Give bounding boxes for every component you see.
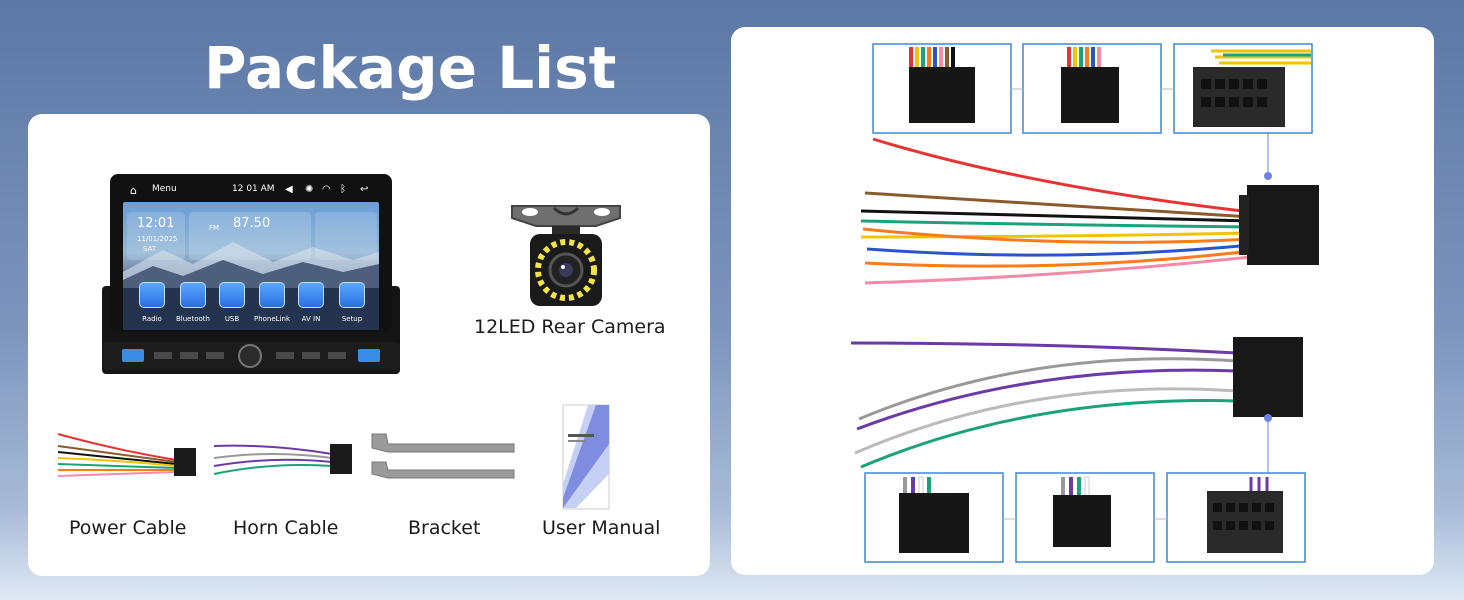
power-connector — [1247, 185, 1319, 265]
fm-band-label: FM — [209, 224, 220, 232]
panel-button — [328, 352, 346, 359]
harness-detail-panel — [731, 27, 1434, 575]
head-unit-screen: 12:01 11/01/2025 SAT FM 87.50 Radio Blue… — [123, 202, 379, 330]
radio-frequency: 87.50 — [233, 216, 271, 231]
usb-app-icon — [219, 282, 245, 308]
bracket-label: Bracket — [408, 517, 481, 539]
app-label-setup: Setup — [341, 315, 363, 323]
wiring-harness-illustration — [850, 43, 1319, 563]
volume-knob — [238, 344, 262, 368]
rear-camera-label: 12LED Rear Camera — [474, 316, 666, 338]
radio-app-icon — [139, 282, 165, 308]
brightness-icon: ✺ — [305, 184, 314, 195]
head-unit-button-strip — [102, 342, 400, 370]
user-manual-image — [562, 404, 610, 510]
wifi-icon: ◠ — [322, 184, 331, 195]
package-contents-panel: ⌂ Menu 12 01 AM ◀ ✺ ◠ ᛒ ↩ 12:01 11/01/20… — [28, 114, 710, 576]
user-manual-label: User Manual — [542, 517, 661, 539]
status-menu-label: Menu — [152, 184, 177, 194]
panel-button — [302, 352, 320, 359]
bracket-image — [371, 433, 515, 479]
power-cable-label: Power Cable — [69, 517, 187, 539]
panel-button — [180, 352, 198, 359]
panel-button — [276, 352, 294, 359]
speaker-connector — [1233, 337, 1303, 417]
car-stereo-head-unit: ⌂ Menu 12 01 AM ◀ ✺ ◠ ᛒ ↩ 12:01 11/01/20… — [102, 174, 412, 379]
screen-clock: 12:01 — [137, 216, 175, 231]
app-label-radio: Radio — [142, 315, 162, 323]
setup-app-icon — [339, 282, 365, 308]
bluetooth-app-icon — [180, 282, 206, 308]
phonelink-app-icon — [259, 282, 285, 308]
screen-date: 11/01/2025 — [137, 235, 178, 243]
usb-port-icon — [122, 349, 144, 362]
power-harness-wires — [860, 137, 1252, 285]
rear-camera-image — [511, 205, 621, 306]
app-label-bluetooth: Bluetooth — [176, 315, 210, 323]
connector-thumbnails-bottom — [864, 472, 1306, 563]
app-label-usb: USB — [224, 315, 240, 323]
panel-button — [206, 352, 224, 359]
app-label-phonelink: PhoneLink — [253, 315, 291, 323]
screen-day: SAT — [143, 245, 157, 253]
volume-icon: ◀ — [285, 184, 293, 195]
back-icon: ↩ — [360, 184, 369, 195]
app-label-av-in: AV IN — [301, 315, 321, 323]
panel-button — [154, 352, 172, 359]
power-cable-image — [57, 433, 196, 477]
status-time: 12 01 AM — [232, 184, 275, 194]
av-in-app-icon — [298, 282, 324, 308]
home-icon: ⌂ — [130, 184, 137, 197]
connector-thumbnails-top — [872, 43, 1313, 134]
horn-cable-label: Horn Cable — [233, 517, 339, 539]
page-title: Package List — [204, 34, 617, 102]
usb-port-icon — [358, 349, 380, 362]
head-unit-status-bar: ⌂ Menu 12 01 AM ◀ ✺ ◠ ᛒ ↩ — [110, 174, 392, 202]
horn-cable-image — [213, 444, 352, 475]
bluetooth-status-icon: ᛒ — [340, 184, 346, 195]
speaker-harness-wires — [850, 341, 1238, 469]
